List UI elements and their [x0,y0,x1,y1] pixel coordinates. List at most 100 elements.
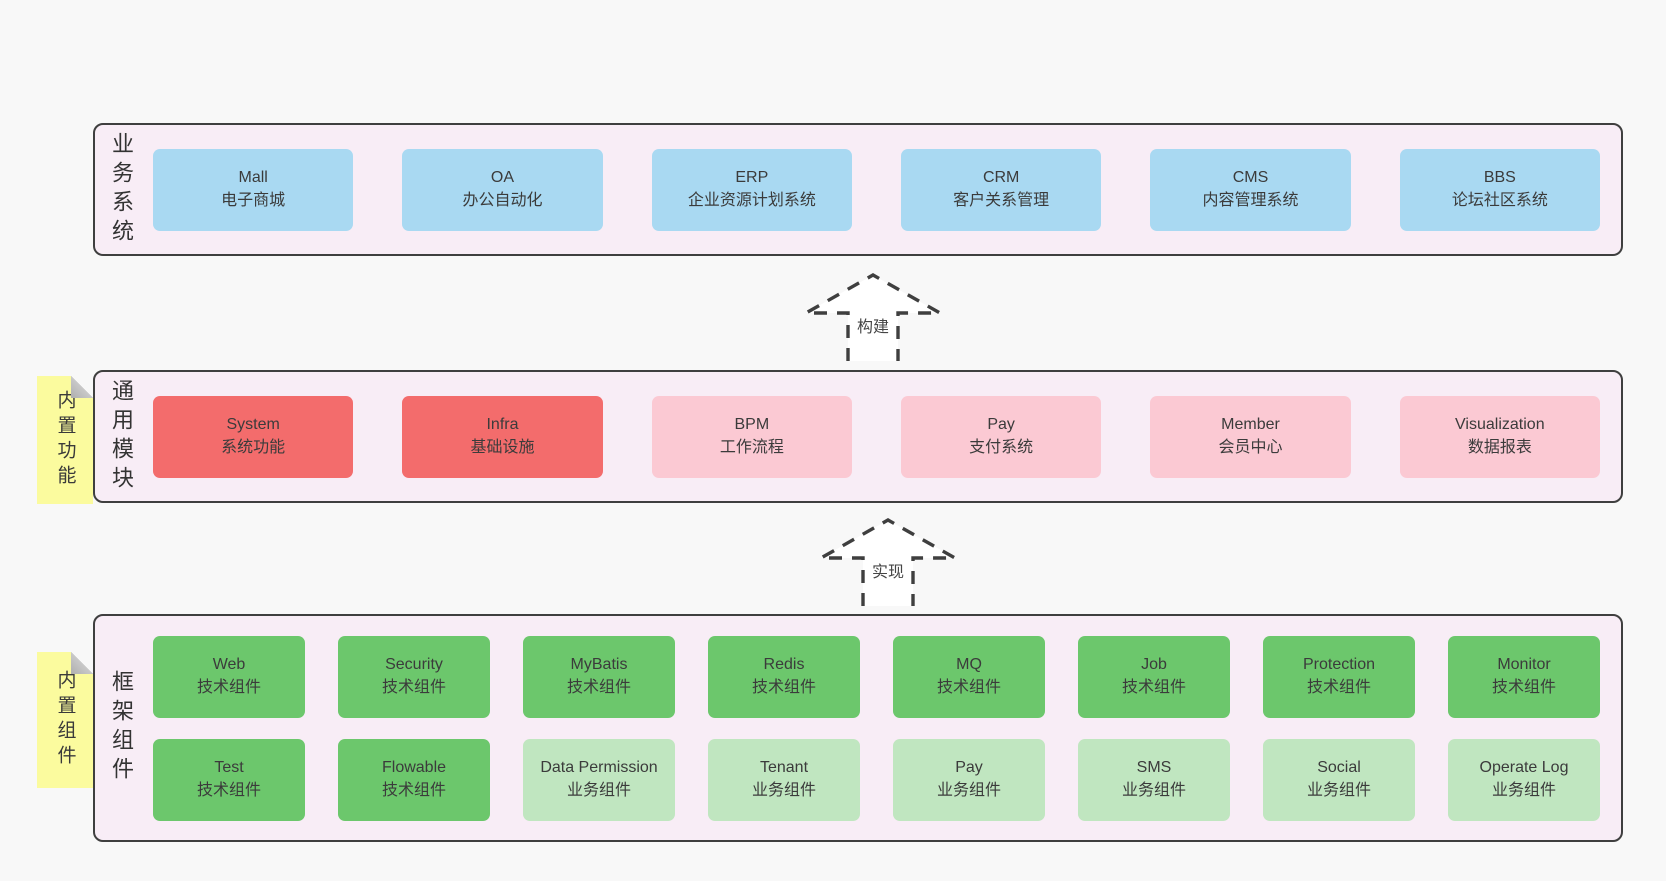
section-label-column: 框架组件 [95,616,147,840]
box-sms: SMS 业务组件 [1078,738,1230,821]
box-cms: CMS 内容管理系统 [1150,148,1351,231]
box-title: Visualization [1455,415,1545,433]
folded-corner [71,376,93,398]
box-title: SMS [1136,758,1172,776]
box-title: OA [490,168,515,186]
sticky-note-label: 内置组件 [54,670,76,770]
section-label-column: 通用模块 [95,372,147,501]
box-title: Pay [987,415,1015,433]
box-title: BBS [1483,168,1516,186]
box-subtitle: 技术组件 [936,678,1001,696]
up-arrow-implement: 实现 [818,518,958,606]
section-label: 业务系统 [109,131,134,248]
box-job: Job 技术组件 [1078,635,1230,718]
sticky-note-builtin-components: 内置组件 [37,652,93,788]
box-subtitle: 业务组件 [566,781,631,799]
section-framework-components: 框架组件 Web 技术组件 Security 技术组件 MyBatis 技术组件… [93,614,1623,842]
box-title: Tenant [759,758,809,776]
box-protection: Protection 技术组件 [1263,635,1415,718]
box-mall: Mall 电子商城 [153,148,354,231]
box-title: Member [1221,415,1280,433]
box-subtitle: 会员中心 [1218,438,1283,456]
folded-corner [71,652,93,674]
box-subtitle: 支付系统 [969,438,1034,456]
box-title: Pay [955,758,983,776]
box-title: Infra [486,415,519,433]
box-title: System [226,415,280,433]
box-subtitle: 技术组件 [751,678,816,696]
box-subtitle: 业务组件 [1121,781,1186,799]
box-bbs: BBS 论坛社区系统 [1399,148,1600,231]
box-member: Member 会员中心 [1150,395,1351,478]
box-title: Social [1317,758,1361,776]
box-test: Test 技术组件 [153,738,305,821]
box-system: System 系统功能 [153,395,354,478]
box-title: MyBatis [570,655,628,673]
box-title: Redis [763,655,805,673]
module-box-row: System 系统功能 Infra 基础设施 BPM 工作流程 Pay 支付系统… [147,372,1621,501]
box-security: Security 技术组件 [338,635,490,718]
dashed-up-arrow-shape [803,273,943,361]
box-web: Web 技术组件 [153,635,305,718]
box-subtitle: 企业资源计划系统 [687,191,816,209]
box-subtitle: 工作流程 [719,438,784,456]
box-title: ERP [735,168,769,186]
arrow-label: 构建 [857,318,889,336]
up-arrow-build: 构建 [803,273,943,361]
box-subtitle: 电子商城 [221,191,286,209]
box-erp: ERP 企业资源计划系统 [651,148,852,231]
section-common-modules: 通用模块 System 系统功能 Infra 基础设施 BPM 工作流程 Pay… [93,370,1623,503]
box-social: Social 业务组件 [1263,738,1415,821]
box-title: Security [385,655,443,673]
box-title: MQ [956,655,982,673]
component-rows: Web 技术组件 Security 技术组件 MyBatis 技术组件 Redi… [147,616,1621,840]
section-business-systems: 业务系统 Mall 电子商城 OA 办公自动化 ERP 企业资源计划系统 CRM… [93,123,1623,256]
box-tenant: Tenant 业务组件 [708,738,860,821]
box-mq: MQ 技术组件 [893,635,1045,718]
box-subtitle: 技术组件 [1491,678,1556,696]
box-title: Monitor [1497,655,1551,673]
box-visualization: Visualization 数据报表 [1399,395,1600,478]
box-title: Protection [1302,655,1376,673]
box-subtitle: 技术组件 [381,781,446,799]
box-redis: Redis 技术组件 [708,635,860,718]
box-oa: OA 办公自动化 [402,148,603,231]
box-subtitle: 业务组件 [1306,781,1371,799]
box-subtitle: 技术组件 [1121,678,1186,696]
box-title: CRM [982,168,1020,186]
dashed-up-arrow-shape [818,518,958,606]
sticky-note-label: 内置功能 [54,390,76,490]
component-row-1: Web 技术组件 Security 技术组件 MyBatis 技术组件 Redi… [147,635,1621,718]
box-subtitle: 技术组件 [381,678,446,696]
box-title: Data Permission [540,758,658,776]
box-subtitle: 业务组件 [1491,781,1556,799]
box-title: Test [214,758,244,776]
box-bpm: BPM 工作流程 [651,395,852,478]
box-subtitle: 基础设施 [470,438,535,456]
box-title: Operate Log [1479,758,1569,776]
section-label-column: 业务系统 [95,125,147,254]
box-subtitle: 业务组件 [751,781,816,799]
box-pay-module: Pay 支付系统 [900,395,1102,478]
box-title: BPM [734,415,770,433]
box-crm: CRM 客户关系管理 [900,148,1102,231]
business-box-row: Mall 电子商城 OA 办公自动化 ERP 企业资源计划系统 CRM 客户关系… [147,125,1621,254]
box-subtitle: 客户关系管理 [953,191,1050,209]
sticky-note-builtin-features: 内置功能 [37,376,93,504]
box-subtitle: 内容管理系统 [1202,191,1299,209]
box-title: Mall [238,168,268,186]
box-subtitle: 技术组件 [196,781,261,799]
box-flowable: Flowable 技术组件 [338,738,490,821]
box-operate-log: Operate Log 业务组件 [1448,738,1600,821]
box-subtitle: 业务组件 [936,781,1001,799]
box-pay-component: Pay 业务组件 [893,738,1045,821]
box-data-permission: Data Permission 业务组件 [523,738,675,821]
box-subtitle: 系统功能 [221,438,286,456]
box-subtitle: 技术组件 [1306,678,1371,696]
component-row-2: Test 技术组件 Flowable 技术组件 Data Permission … [147,738,1621,821]
box-title: Flowable [381,758,447,776]
box-title: Web [212,655,246,673]
box-monitor: Monitor 技术组件 [1448,635,1600,718]
arrow-label: 实现 [872,563,904,581]
